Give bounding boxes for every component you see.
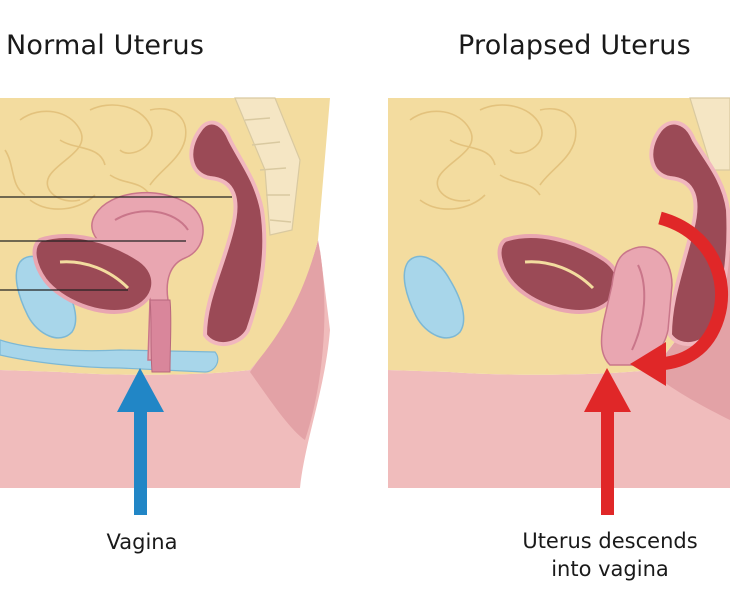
normal-spine: [234, 97, 301, 236]
uterus-red-arrow: [584, 368, 631, 515]
prolapsed-ovary-detail: [524, 260, 595, 290]
prolapsed-bladder: [403, 255, 465, 339]
prolapsed-intestines: [409, 104, 577, 210]
prolapsed-rectum: [649, 120, 730, 346]
prolapsed-uterus-cavity: [631, 264, 646, 351]
prolapsed-spine: [689, 97, 730, 171]
normal-uterus-cavity: [114, 210, 189, 231]
prolapsed-skin: [388, 250, 730, 488]
normal-uterus-title: Normal Uterus: [6, 30, 205, 61]
normal-buttock-shade: [250, 240, 325, 440]
prolapsed-uterus-title: Prolapsed Uterus: [458, 30, 691, 61]
vagina-caption-text: Vagina: [106, 530, 178, 554]
descent-red-curved-arrow: [630, 211, 728, 386]
normal-ovary: [32, 234, 156, 314]
prolapsed-uterus-diagram: [388, 97, 730, 515]
vagina-caption: Vagina: [82, 528, 202, 556]
normal-uterus-diagram: [0, 97, 330, 515]
normal-pointer-lines: [0, 196, 232, 291]
normal-vaginal-canal: [149, 299, 172, 373]
uterus-descends-caption: Uterus descends into vagina: [500, 527, 720, 583]
prolapsed-ovary: [497, 234, 621, 314]
normal-rectum: [189, 120, 267, 346]
normal-intestines: [4, 104, 187, 210]
normal-skin: [0, 250, 330, 488]
uterus-caption-line1: Uterus descends: [522, 529, 698, 553]
vagina-blue-arrow: [117, 368, 164, 515]
uterus-caption-line2: into vagina: [551, 557, 669, 581]
normal-ovary-detail: [59, 260, 130, 290]
